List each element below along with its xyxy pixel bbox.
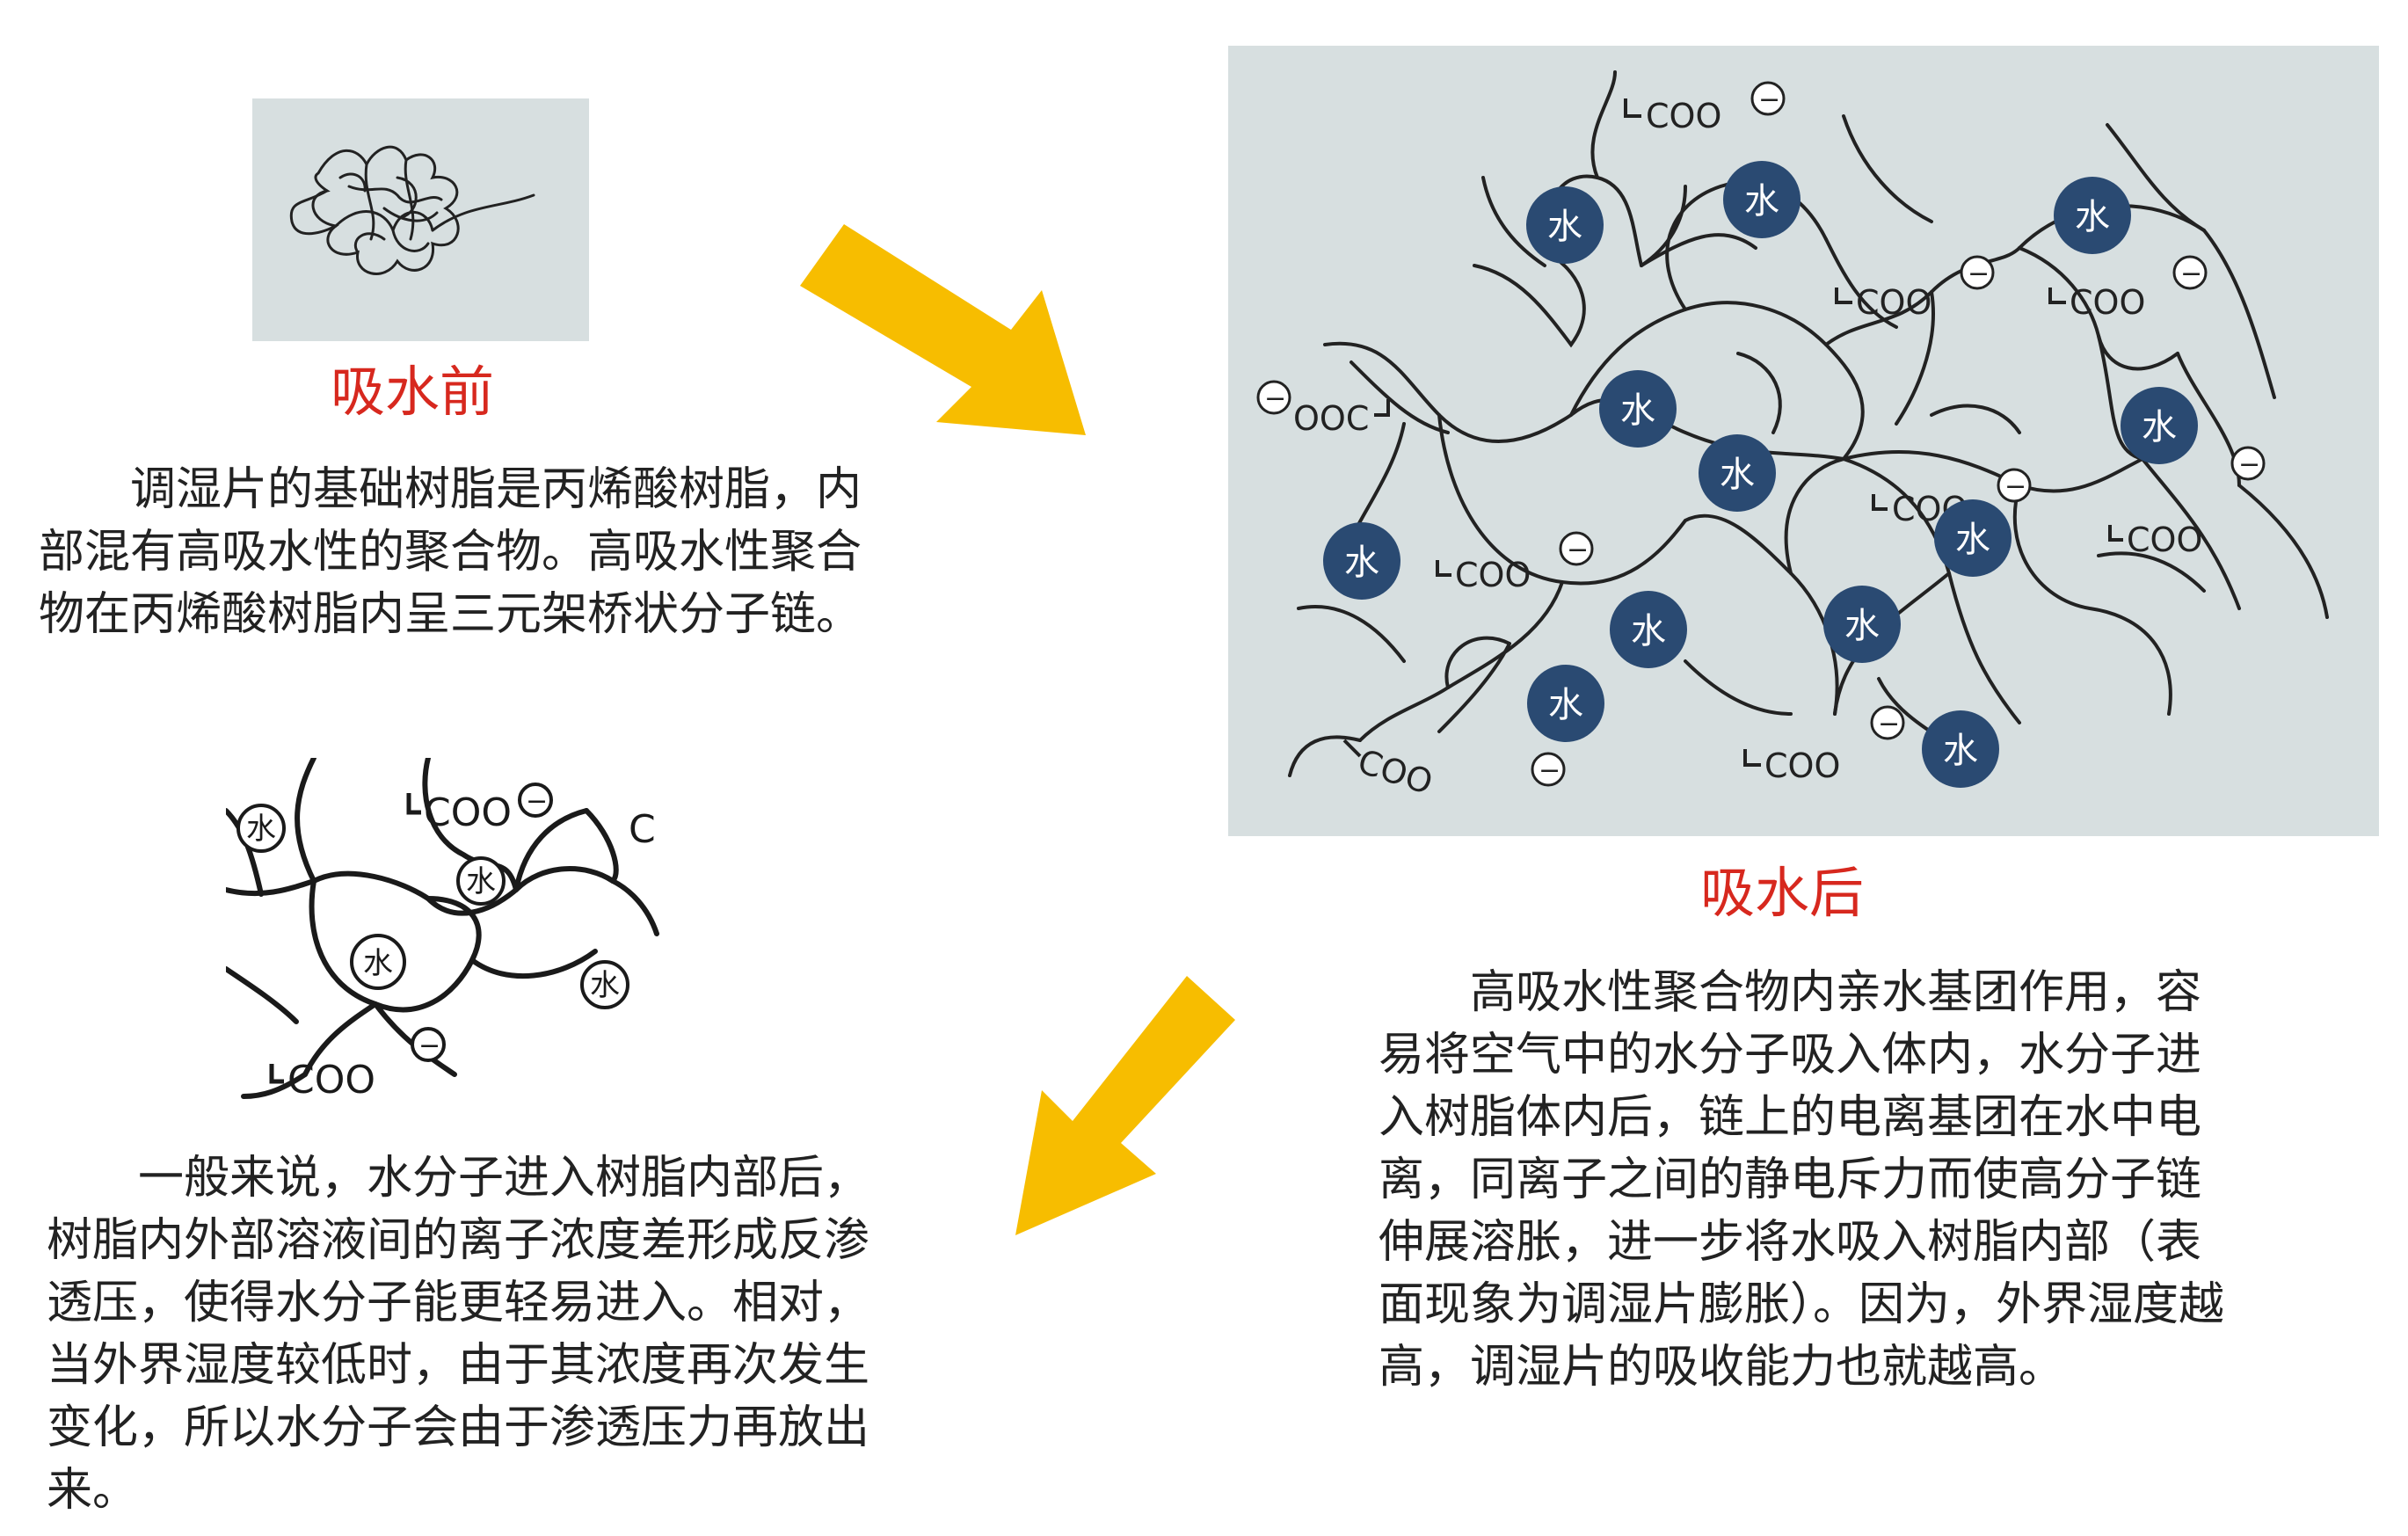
svg-text:COO: COO — [424, 790, 512, 835]
carboxylate-group: COO − — [2048, 255, 2208, 322]
water-molecule-icon: 水 — [1323, 522, 1400, 600]
after-label: 吸水后 — [1700, 861, 1865, 925]
negative-charge-icon: − — [2238, 449, 2260, 480]
water-molecule-icon: 水 — [1934, 499, 2012, 577]
arrow-left-down-icon — [1015, 976, 1235, 1235]
svg-text:水: 水 — [466, 864, 496, 899]
water-molecule-icon: 水 — [350, 934, 406, 990]
svg-text:水: 水 — [1844, 606, 1880, 646]
water-molecule-icon: 水 — [1922, 710, 1999, 788]
negative-charge-icon: − — [526, 786, 548, 817]
arrow-right-down-icon — [800, 224, 1086, 435]
svg-text:水: 水 — [1720, 455, 1755, 495]
carboxylate-group: COO − — [1835, 255, 1995, 322]
svg-text:COO: COO — [287, 1058, 375, 1103]
water-molecule-icon: 水 — [456, 856, 506, 906]
svg-text:OOC: OOC — [1293, 399, 1369, 438]
negative-charge-icon: − — [1264, 383, 1286, 414]
water-molecule-icon: 水 — [580, 960, 629, 1009]
swollen-network-illustration: COO − COO − COO − − OOC — [1228, 46, 2379, 836]
negative-charge-icon: − — [1968, 258, 1990, 289]
svg-text:水: 水 — [1943, 731, 1978, 771]
negative-charge-icon: − — [1878, 709, 1900, 739]
after-panel: COO − COO − COO − − OOC — [1228, 46, 2379, 836]
water-molecule-icon: 水 — [2121, 387, 2198, 464]
polymer-coil-illustration — [252, 98, 589, 341]
before-panel — [252, 98, 589, 341]
carboxylate-group: COO − — [406, 783, 553, 835]
before-description: 调湿片的基础树脂是丙烯酸树脂，内部混有高吸水性的聚合物。高吸水性聚合物在丙烯酸树… — [39, 463, 862, 641]
svg-text:水: 水 — [1547, 207, 1582, 247]
svg-text:水: 水 — [1344, 542, 1379, 583]
carboxylate-group: COO − — [1743, 705, 1905, 785]
after-description: 高吸水性聚合物内亲水基团作用，容易将空气中的水分子吸入体内，水分子进入树脂体内后… — [1379, 966, 2225, 1394]
svg-text:水: 水 — [2075, 197, 2110, 237]
svg-text:COO: COO — [1856, 283, 1931, 322]
svg-text:水: 水 — [590, 968, 620, 1003]
svg-text:COO: COO — [1646, 97, 1721, 135]
svg-text:水: 水 — [1744, 181, 1779, 222]
svg-text:COO: COO — [1455, 556, 1531, 594]
negative-charge-icon: − — [1539, 755, 1560, 786]
negative-charge-icon: − — [2004, 471, 2026, 502]
svg-text:水: 水 — [246, 812, 276, 847]
carboxylate-group: − OOC — [1256, 380, 1390, 438]
water-molecule-icon: 水 — [1823, 586, 1901, 663]
carboxylate-group: COO − — [1436, 531, 1594, 594]
svg-text:COO: COO — [1764, 746, 1840, 785]
before-label: 吸水前 — [331, 360, 495, 424]
partial-carboxylate-label: C — [629, 807, 656, 852]
negative-charge-icon: − — [1567, 535, 1589, 565]
water-molecule-icon: 水 — [1527, 665, 1604, 742]
release-description: 一般来说，水分子进入树脂内部后，树脂内外部溶液间的离子浓度差形成反渗透压，使得水… — [47, 1152, 870, 1517]
negative-charge-icon: − — [1758, 84, 1780, 115]
carboxylate-group: COO − — [269, 1027, 446, 1103]
svg-text:COO: COO — [2127, 520, 2202, 559]
water-molecule-icon: 水 — [1723, 161, 1801, 238]
water-molecule-icon: 水 — [1599, 370, 1677, 448]
svg-text:水: 水 — [1631, 611, 1666, 652]
carboxylate-group: COO − — [1624, 81, 1786, 135]
negative-charge-icon: − — [2180, 258, 2202, 289]
svg-text:水: 水 — [1955, 520, 1990, 560]
water-molecule-icon: 水 — [1526, 186, 1604, 264]
svg-text:水: 水 — [1620, 390, 1655, 431]
water-molecule-icon: 水 — [1699, 434, 1776, 512]
water-molecule-icon: 水 — [2054, 177, 2131, 254]
svg-text:COO: COO — [2070, 283, 2145, 322]
svg-text:水: 水 — [2142, 407, 2177, 448]
svg-text:水: 水 — [1548, 685, 1583, 725]
negative-charge-icon: − — [418, 1030, 440, 1061]
water-molecule-icon: 水 — [1610, 591, 1687, 668]
carboxylate-group: COO − — [2108, 446, 2266, 559]
svg-text:水: 水 — [363, 946, 393, 981]
release-network-illustration: COO − C COO − 水 水 水 水 — [226, 758, 666, 1103]
water-molecule-icon: 水 — [236, 804, 286, 853]
release-illustration-panel: COO − C COO − 水 水 水 水 — [226, 758, 666, 1103]
